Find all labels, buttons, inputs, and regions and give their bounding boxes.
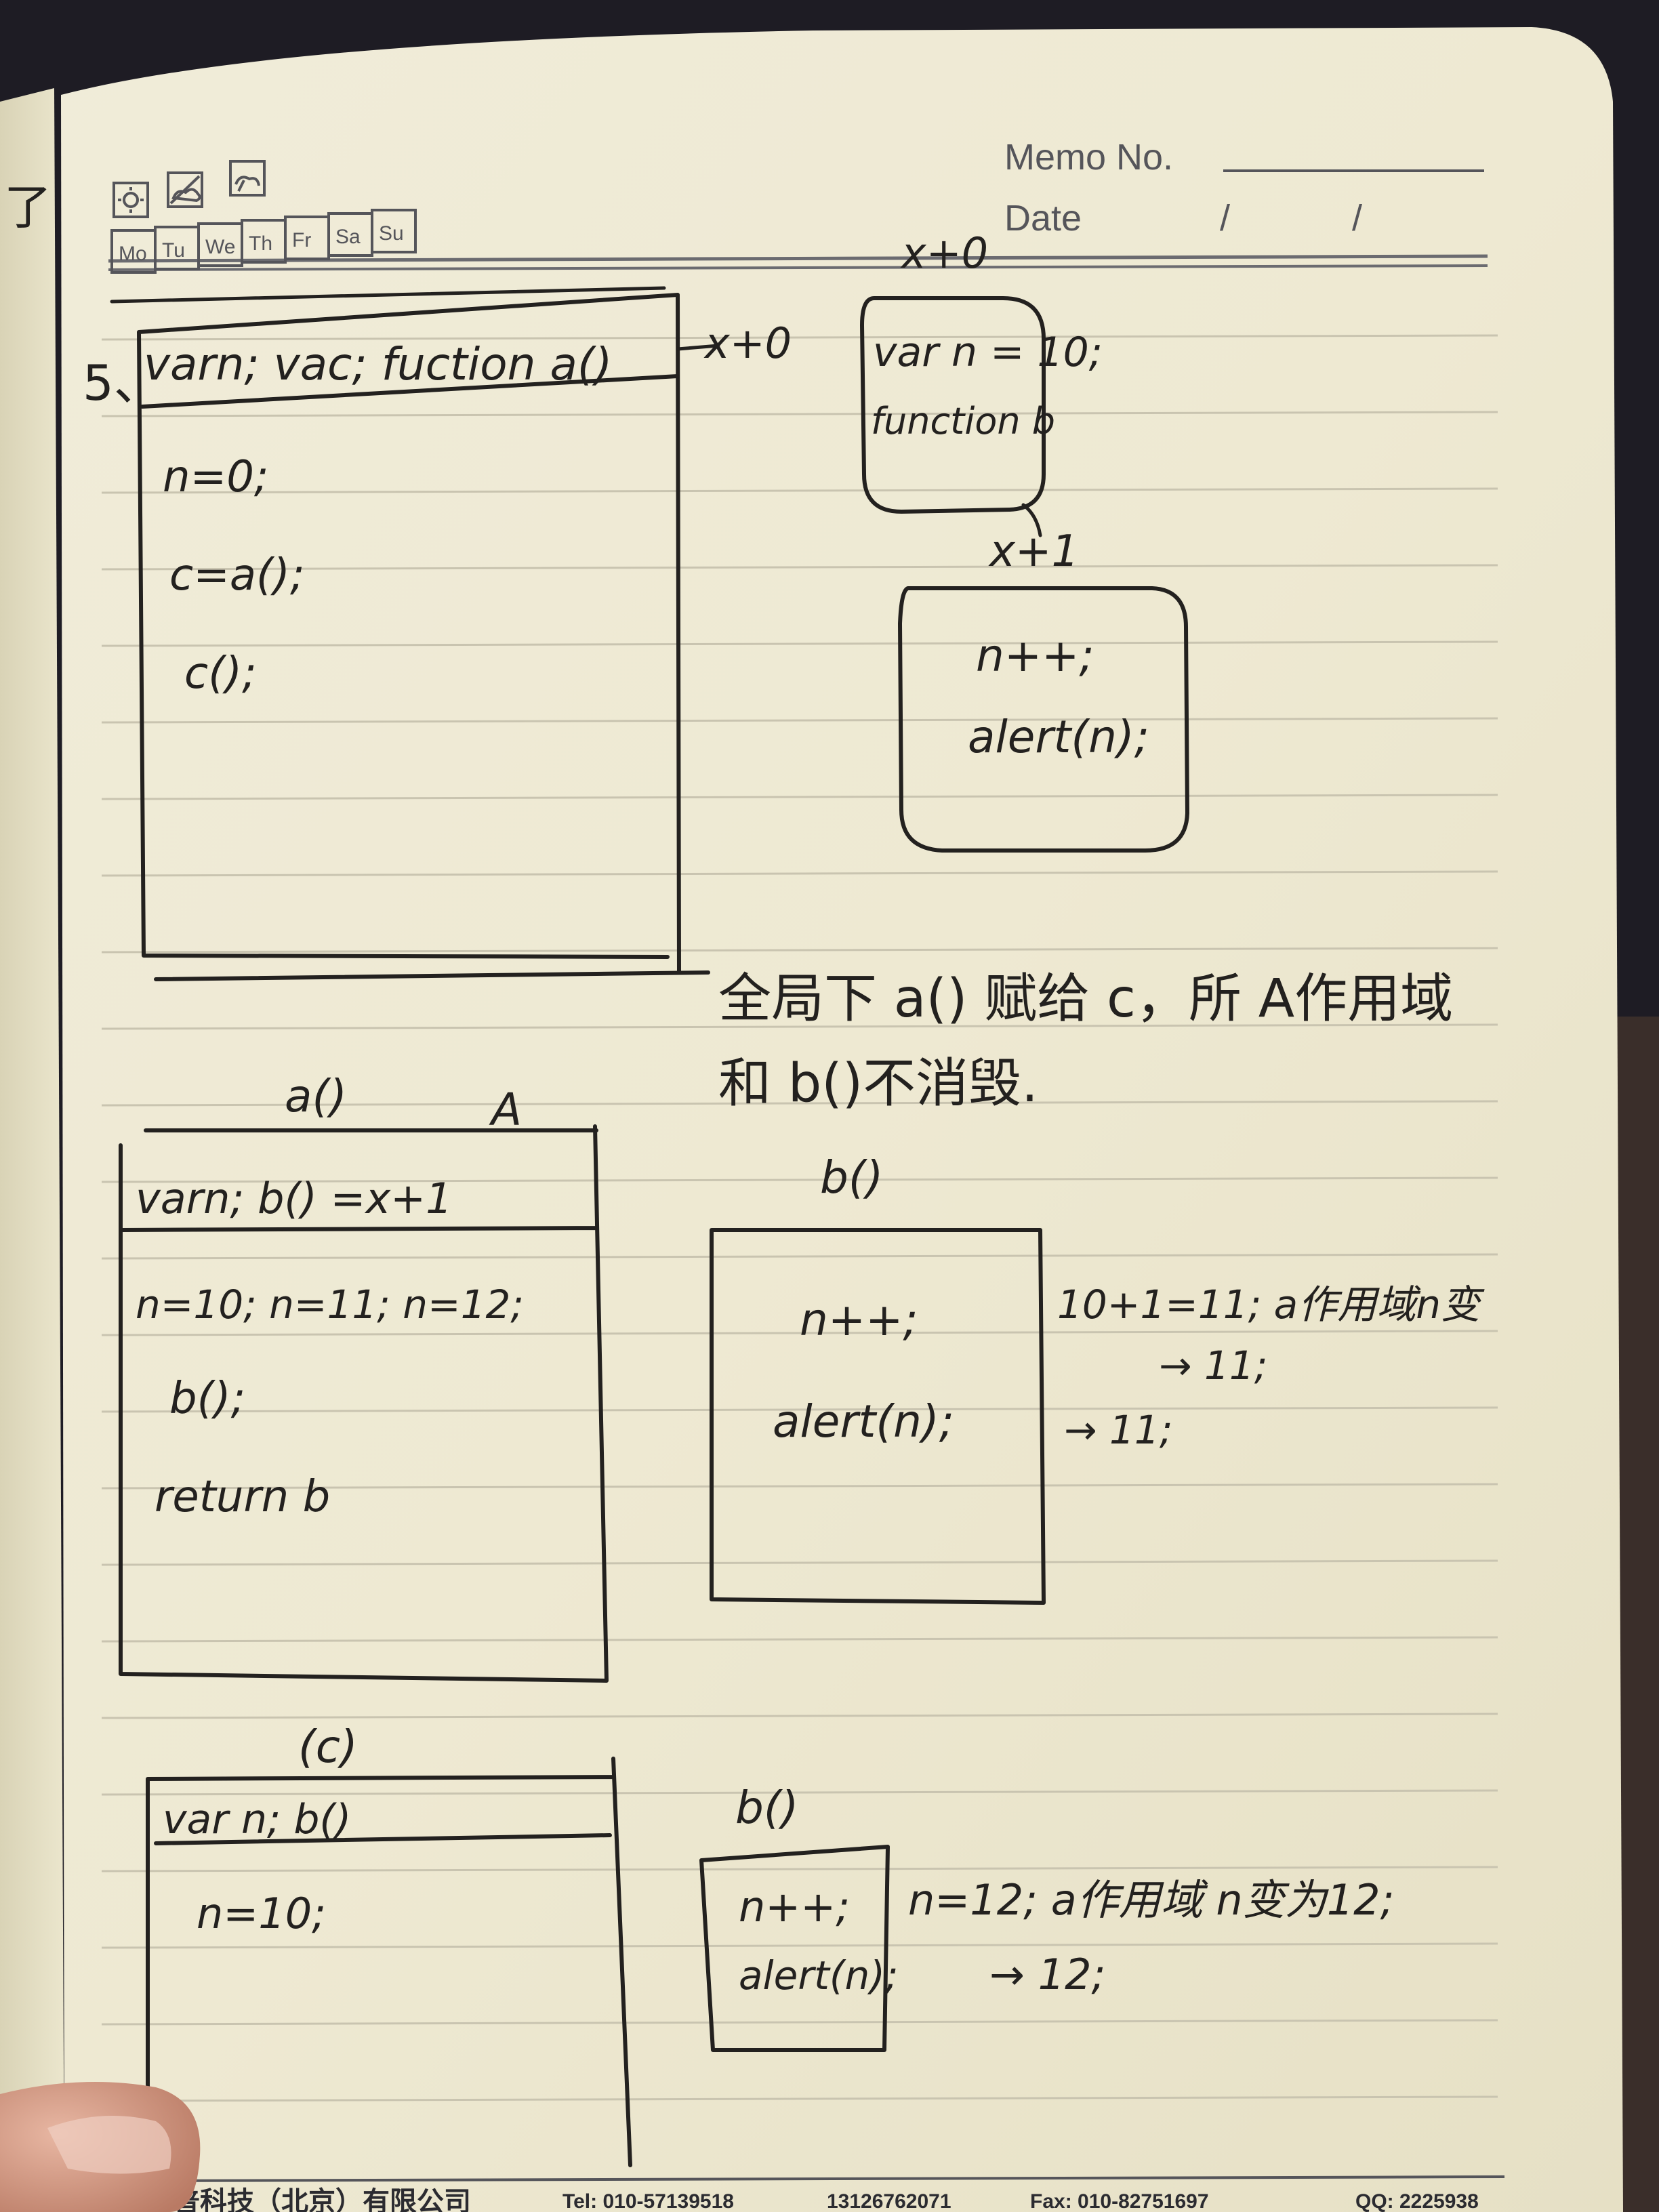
a-scope-title: a()	[285, 1070, 347, 1122]
ruled-line	[101, 564, 1498, 571]
footer-rule	[155, 2175, 1505, 2182]
b-call1-side-2: → 11;	[1159, 1343, 1267, 1389]
ruled-line	[101, 1713, 1498, 1719]
ruled-line	[101, 487, 1498, 494]
c-scope-title: (c)	[298, 1721, 358, 1773]
c-scope-box	[146, 1757, 632, 2167]
b-call1-line-1: n++;	[800, 1294, 918, 1346]
global-link-line	[676, 344, 720, 351]
weekday-boxes: Mo Tu We Th Fr Sa Su	[110, 209, 417, 274]
ruled-line	[101, 717, 1498, 724]
ruled-line	[101, 1789, 1498, 1796]
footer-fax: Fax: 010-82751697	[1030, 2190, 1209, 2212]
b-call2-box	[699, 1845, 890, 2052]
footer-mobile: 13126762071	[827, 2190, 951, 2212]
b-def-line-2: alert(n);	[968, 711, 1149, 763]
note-line-2: 和 b()不消毁.	[718, 1053, 1038, 1114]
b-call1-line-2: alert(n);	[773, 1395, 954, 1448]
problem-number: 5、	[83, 354, 163, 411]
footer-company: 普科技（北京）有限公司	[173, 2187, 471, 2212]
date-separator-2: /	[1352, 198, 1362, 239]
global-line-3: c();	[184, 649, 257, 699]
weekday-label: Tu	[162, 239, 185, 262]
weekday-box	[371, 209, 417, 253]
weekday-label: Su	[379, 222, 404, 245]
a-scope-box	[119, 1124, 609, 1683]
date-separator-1: /	[1220, 198, 1230, 239]
b-def-label: x+1	[988, 527, 1079, 577]
ruled-line	[101, 794, 1498, 800]
ruled-line	[101, 1866, 1498, 1872]
b-call2-side-2: → 12;	[989, 1950, 1105, 1999]
a-def-line-2: function b	[871, 400, 1055, 443]
weather-icons	[112, 160, 266, 218]
notebook-page	[61, 27, 1623, 2212]
c-scope-line-1: n=10;	[197, 1889, 326, 1938]
c-scope-decl: var n; b()	[163, 1796, 351, 1843]
header-rule-1	[108, 254, 1488, 263]
a-scope-tag: A	[489, 1084, 522, 1136]
global-line-1: n=0;	[163, 452, 268, 502]
ruled-line	[101, 1100, 1498, 1107]
ruled-line	[101, 411, 1498, 417]
ruled-lines	[101, 334, 1498, 2102]
b-call1-box	[710, 1228, 1046, 1605]
b-call2-side-1: n=12; a作用域 n变为12;	[908, 1875, 1395, 1925]
a-scope-line-3: return b	[155, 1472, 330, 1522]
ruled-line	[101, 1559, 1498, 1566]
weekday-label: We	[205, 236, 235, 258]
rain-icon	[229, 160, 266, 197]
global-line-2: c=a();	[169, 550, 305, 600]
ruled-line	[101, 947, 1498, 954]
global-scope-box	[110, 286, 710, 981]
b-call2-line-2: alert(n);	[739, 1952, 898, 1999]
ruled-line	[101, 1942, 1498, 1949]
previous-page	[0, 88, 64, 2212]
ruled-line	[101, 1253, 1498, 1260]
global-link-label: x+0	[703, 319, 792, 368]
a-scope-line-2: b();	[169, 1374, 245, 1424]
thumbnail-nail	[47, 2116, 171, 2174]
global-decl: varn; vac; fuction a()	[144, 338, 612, 390]
ruled-line	[101, 1023, 1498, 1030]
header-rule-2	[108, 264, 1488, 271]
b-call1-title: b()	[820, 1151, 883, 1204]
b-def-box	[898, 586, 1189, 853]
footer-qq: QQ: 2225938	[1355, 2190, 1479, 2212]
b-call2-title: b()	[735, 1782, 798, 1834]
a-def-connector	[1021, 503, 1042, 537]
ruled-line	[101, 1330, 1498, 1336]
ruled-line	[101, 1636, 1498, 1643]
ruled-line	[101, 2019, 1498, 2026]
a-scope-line-1: n=10; n=11; n=12;	[136, 1282, 524, 1328]
a-def-line-1: var n = 10;	[873, 329, 1103, 376]
weekday-label: Mo	[119, 243, 147, 265]
weekday-label: Fr	[292, 229, 311, 251]
b-call1-side-1: 10+1=11; a作用域n变	[1057, 1282, 1485, 1328]
b-def-line-1: n++;	[976, 630, 1094, 682]
b-call1-side-3: → 11;	[1064, 1407, 1172, 1453]
note-line-1: 全局下 a() 赋给 c，所 A作用域	[718, 968, 1453, 1029]
weekday-label: Th	[249, 232, 272, 255]
a-def-box	[860, 296, 1046, 514]
b-call2-line-1: n++;	[739, 1882, 850, 1931]
partly-cloudy-icon	[167, 171, 203, 208]
ruled-line	[101, 2095, 1498, 2102]
ruled-line	[101, 334, 1498, 341]
margin-mark: 了	[4, 180, 52, 235]
date-label: Date	[1004, 198, 1082, 239]
sun-icon	[112, 182, 149, 218]
a-def-label: x+0	[900, 228, 988, 278]
weekday-label: Sa	[335, 226, 361, 248]
ruled-line	[101, 640, 1498, 647]
ruled-line	[101, 1176, 1498, 1183]
ruled-line	[101, 1406, 1498, 1413]
ruled-line	[101, 1483, 1498, 1490]
memo-no-label: Memo No.	[1004, 137, 1173, 178]
footer-tel: Tel: 010-57139518	[562, 2190, 734, 2212]
ruled-line	[101, 870, 1498, 877]
a-scope-decl: varn; b() =x+1	[136, 1174, 453, 1223]
